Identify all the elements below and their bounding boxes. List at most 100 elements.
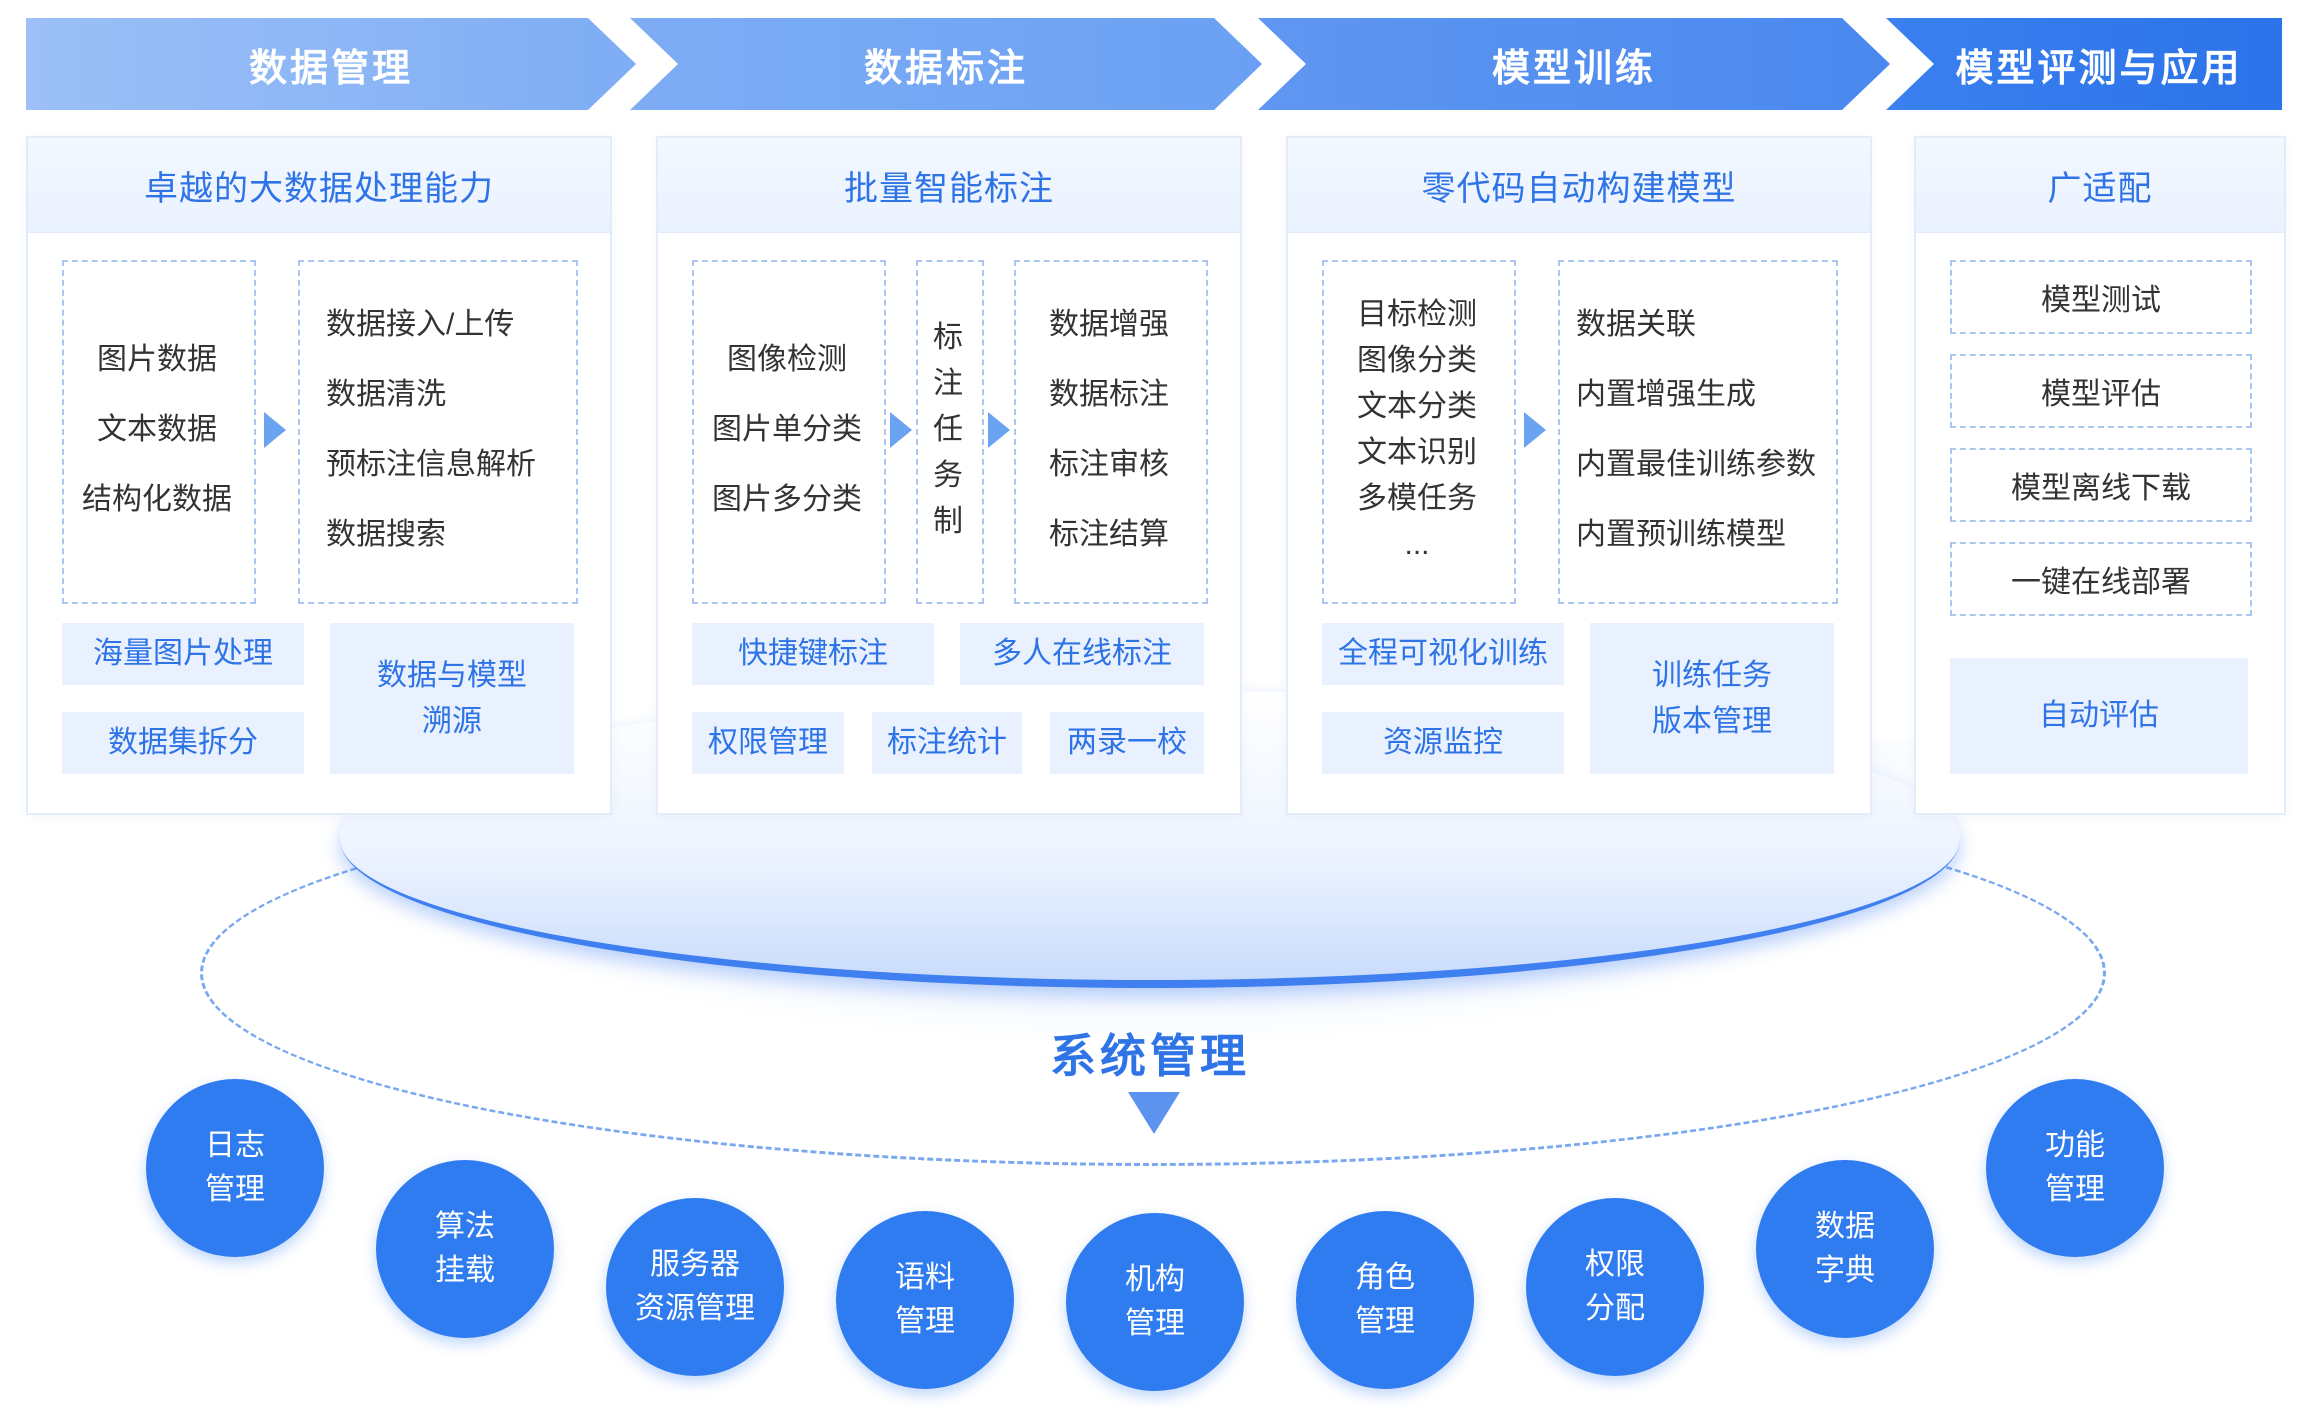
task-types-box: [1322, 260, 1516, 604]
module-label: 字典: [1815, 1254, 1875, 1287]
list-item: 图片数据: [97, 343, 217, 376]
tag-auto-eval: 自动评估: [1950, 658, 2248, 774]
module-role-management: 角色管理: [1296, 1211, 1474, 1389]
step-label: 数据标注: [863, 47, 1028, 90]
tag-dataset-split: 数据集拆分: [62, 712, 304, 774]
step-label: 模型评测与应用: [1955, 47, 2243, 90]
flow-arrow-icon: [890, 412, 912, 448]
list-item: 数据接入/上传: [326, 308, 515, 341]
list-item: 结构化数据: [82, 483, 232, 516]
list-item: 数据增强: [1049, 308, 1169, 341]
list-item: 内置预训练模型: [1576, 518, 1786, 551]
list-item: 文本分类: [1357, 390, 1477, 423]
system-title: 系统管理: [1050, 1030, 1250, 1082]
module-label: 数据: [1815, 1210, 1875, 1243]
tag-visual-training: 全程可视化训练: [1322, 623, 1564, 685]
list-item: 标注结算: [1049, 518, 1169, 551]
module-label: 资源管理: [635, 1292, 755, 1325]
annotation-ops-box: [1014, 260, 1208, 604]
module-label: 分配: [1585, 1292, 1645, 1325]
vertical-char: 制: [933, 505, 963, 538]
module-log-management: 日志管理: [146, 1079, 324, 1257]
tag-permission: 权限管理: [692, 712, 844, 774]
vertical-char: 注: [933, 367, 963, 400]
list-item: 数据关联: [1576, 308, 1696, 341]
down-arrow-icon: [1128, 1092, 1180, 1134]
module-label: 管理: [205, 1173, 265, 1206]
module-label: 机构: [1125, 1263, 1185, 1296]
item-online-deploy: 一键在线部署: [1950, 542, 2252, 616]
tag-annotation-stats: 标注统计: [872, 712, 1022, 774]
list-item: 文本数据: [97, 413, 217, 446]
module-label: 功能: [2045, 1129, 2105, 1162]
list-item: 多模任务: [1357, 482, 1477, 515]
list-item: 图像分类: [1357, 344, 1477, 377]
module-label: 角色: [1355, 1261, 1415, 1294]
step-data-annotation: 数据标注: [630, 18, 1262, 110]
item-offline-download: 模型离线下载: [1950, 448, 2252, 522]
annotation-types-box: [692, 260, 886, 604]
step-model-evaluation: 模型评测与应用: [1886, 18, 2282, 110]
flow-arrow-icon: [1524, 412, 1546, 448]
tag-double-entry: 两录一校: [1050, 712, 1204, 774]
item-model-eval: 模型评估: [1950, 354, 2252, 428]
data-ops-list: 数据接入/上传 数据清洗 预标注信息解析 数据搜索: [326, 260, 576, 600]
list-item: 标注审核: [1049, 448, 1169, 481]
data-types-box: [62, 260, 256, 604]
panel-title: 卓越的大数据处理能力: [28, 138, 610, 233]
step-label: 模型训练: [1491, 47, 1656, 90]
list-item: ...: [1404, 528, 1430, 561]
panel-data-management: 卓越的大数据处理能力 图片数据 文本数据 结构化数据 数据接入/上传 数据清洗 …: [26, 136, 612, 815]
module-algorithm-mount: 算法挂载: [376, 1160, 554, 1338]
vertical-char: 任: [933, 413, 963, 446]
annotation-types-list: 图像检测 图片单分类 图片多分类: [692, 260, 882, 600]
tag-resource-monitor: 资源监控: [1322, 712, 1564, 774]
list-item: 图片多分类: [712, 483, 862, 516]
list-item: 数据标注: [1049, 378, 1169, 411]
module-label: 日志: [205, 1129, 265, 1162]
module-function-management: 功能管理: [1986, 1079, 2164, 1257]
module-label: 管理: [1125, 1307, 1185, 1340]
task-mechanism-label: 标 注 任 务 制: [916, 260, 980, 600]
module-label: 挂载: [435, 1254, 495, 1287]
list-item: 内置最佳训练参数: [1576, 448, 1816, 481]
tag-task-version: 训练任务 版本管理: [1590, 623, 1834, 774]
module-label: 管理: [1355, 1305, 1415, 1338]
task-types-list: 目标检测 图像分类 文本分类 文本识别 多模任务 ...: [1322, 260, 1512, 600]
flow-arrow-icon: [264, 412, 286, 448]
list-item: 文本识别: [1357, 436, 1477, 469]
module-label: 语料: [895, 1261, 955, 1294]
module-data-dictionary: 数据字典: [1756, 1160, 1934, 1338]
module-label: 算法: [435, 1210, 495, 1243]
panel-title: 零代码自动构建模型: [1288, 138, 1870, 233]
list-item: 内置增强生成: [1576, 378, 1756, 411]
panel-title: 批量智能标注: [658, 138, 1240, 233]
module-server-resources: 服务器资源管理: [606, 1198, 784, 1376]
panel-model-training: 零代码自动构建模型 目标检测 图像分类 文本分类 文本识别 多模任务 ... 数…: [1286, 136, 1872, 815]
list-item: 图片单分类: [712, 413, 862, 446]
tag-mass-image: 海量图片处理: [62, 623, 304, 685]
list-item: 图像检测: [727, 343, 847, 376]
tag-data-model-trace: 数据与模型 溯源: [330, 623, 574, 774]
vertical-char: 标: [933, 321, 963, 354]
annotation-ops-list: 数据增强 数据标注 标注审核 标注结算: [1014, 260, 1204, 600]
auto-build-box: [1558, 260, 1838, 604]
flow-arrow-icon: [988, 412, 1010, 448]
list-item: 数据清洗: [326, 378, 446, 411]
auto-build-list: 数据关联 内置增强生成 内置最佳训练参数 内置预训练模型: [1576, 260, 1838, 600]
list-item: 预标注信息解析: [326, 448, 536, 481]
module-corpus-management: 语料管理: [836, 1211, 1014, 1389]
data-ops-box: [298, 260, 578, 604]
step-model-training: 模型训练: [1258, 18, 1890, 110]
panel-title: 广适配: [1916, 138, 2284, 233]
list-item: 数据搜索: [326, 518, 446, 551]
module-permission-assign: 权限分配: [1526, 1198, 1704, 1376]
module-label: 管理: [2045, 1173, 2105, 1206]
step-label: 数据管理: [248, 47, 413, 90]
panel-annotation: 批量智能标注 图像检测 图片单分类 图片多分类 标 注 任 务 制 数据增强 数…: [656, 136, 1242, 815]
panel-evaluation: 广适配 模型测试 模型评估 模型离线下载 一键在线部署 自动评估: [1914, 136, 2286, 815]
tag-shortcut-annotation: 快捷键标注: [692, 623, 934, 685]
task-mechanism-box: [916, 260, 984, 604]
data-types-list: 图片数据 文本数据 结构化数据: [62, 260, 252, 600]
step-data-management: 数据管理: [26, 18, 636, 110]
